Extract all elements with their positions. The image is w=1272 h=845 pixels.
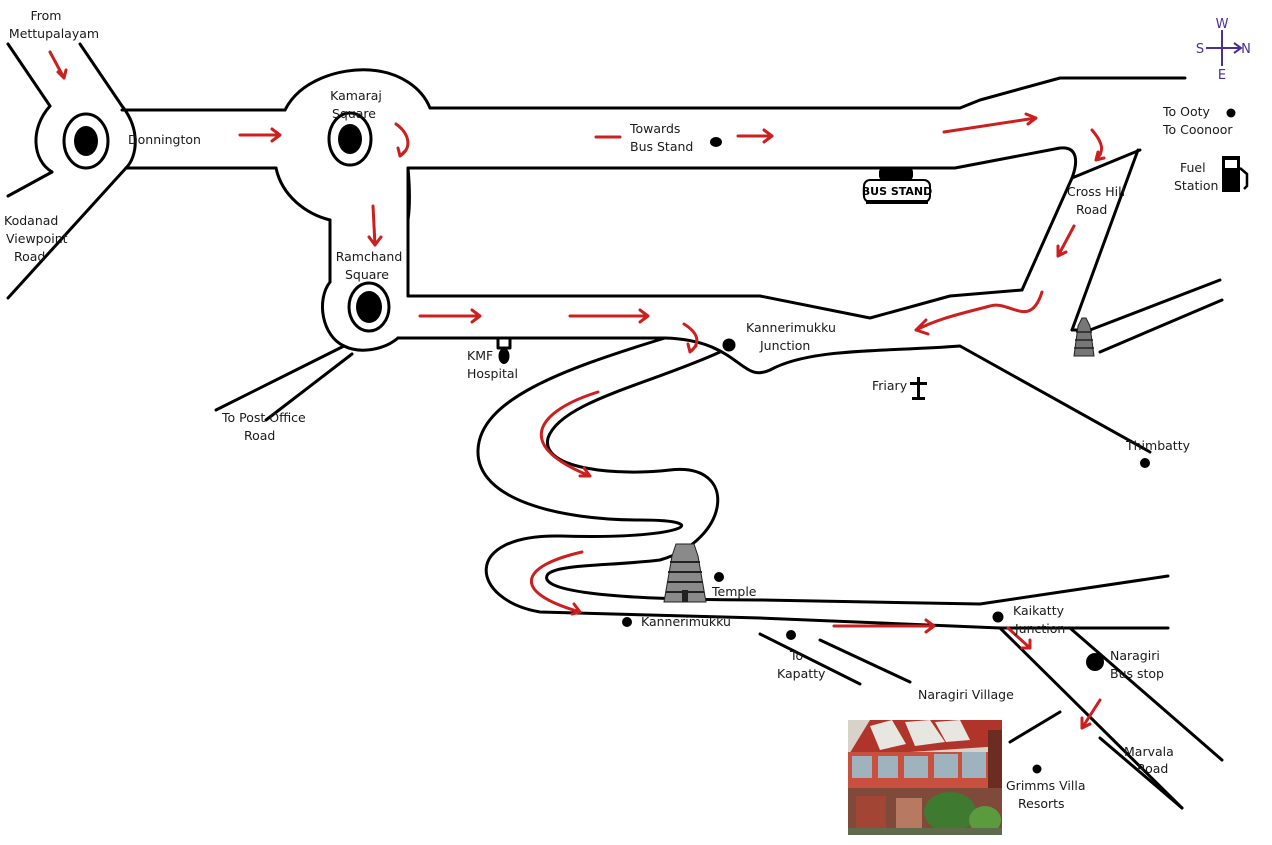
label-temple: Temple xyxy=(711,584,757,599)
label-to-ooty: To Ooty xyxy=(1162,104,1211,119)
label-kodanad-1: Kodanad xyxy=(4,213,58,228)
label-kmf-1: KMF xyxy=(467,348,493,363)
label-kannerimukku-junction-1: Kannerimukku xyxy=(746,320,836,335)
label-naragiri-village: Naragiri Village xyxy=(918,687,1014,702)
route-arrows xyxy=(48,50,1106,730)
label-marvala-2: Road xyxy=(1137,761,1168,776)
compass-s: S xyxy=(1196,42,1204,57)
compass-e: E xyxy=(1218,68,1226,83)
label-from-mettupalayam-1: From xyxy=(31,8,62,23)
compass-w: W xyxy=(1216,17,1229,32)
label-from-mettupalayam-2: Mettupalayam xyxy=(9,26,99,41)
label-marvala-1: Marvala xyxy=(1124,744,1174,759)
temple-gopuram-icon xyxy=(663,543,707,603)
roundabout-kamaraj xyxy=(327,111,373,167)
bus-stand-label: BUS STAND xyxy=(862,185,933,198)
label-kamaraj-1: Kamaraj xyxy=(330,88,382,103)
label-to-kapatty-1: To xyxy=(789,648,803,663)
label-cross-hill-1: Cross Hill xyxy=(1067,184,1125,199)
label-kodanad-2: Viewpoint xyxy=(6,231,68,246)
label-cross-hill-2: Road xyxy=(1076,202,1107,217)
fuel-pump-icon xyxy=(1222,156,1249,192)
label-ramchand-1: Ramchand xyxy=(336,249,403,264)
label-kaikatty-2: Junction xyxy=(1014,621,1065,636)
compass-n: N xyxy=(1241,42,1251,57)
label-towards-bus-2: Bus Stand xyxy=(630,139,693,154)
label-naragiri-bus-2: Bus stop xyxy=(1110,666,1164,681)
compass-rose: W S N E xyxy=(1196,17,1251,83)
label-ramchand-2: Square xyxy=(345,267,389,282)
location-markers xyxy=(498,108,1236,774)
label-naragiri-bus-1: Naragiri xyxy=(1110,648,1160,663)
label-to-post-office-1: To Post Office xyxy=(221,410,306,425)
roundabout-ramchand xyxy=(347,281,391,333)
label-kannerimukku-junction-2: Junction xyxy=(759,338,810,353)
bus-stand-icon: BUS STAND xyxy=(862,168,933,204)
label-kodanad-3: Road xyxy=(14,249,45,264)
temple-gopuram-icon-small xyxy=(1073,317,1095,357)
label-friary: Friary xyxy=(872,378,908,393)
label-to-coonoor: To Coonoor xyxy=(1162,122,1233,137)
label-kamaraj-2: Square xyxy=(332,106,376,121)
roundabout-donnington xyxy=(62,112,110,170)
label-fuel-2: Station xyxy=(1174,178,1218,193)
label-to-post-office-2: Road xyxy=(244,428,275,443)
label-grimms-1: Grimms Villa xyxy=(1006,778,1086,793)
label-donnington: Donnington xyxy=(128,132,201,147)
road-network xyxy=(6,42,1224,810)
label-kannerimukku: Kannerimukku xyxy=(641,614,731,629)
label-towards-bus-1: Towards xyxy=(629,121,680,136)
label-kmf-2: Hospital xyxy=(467,366,518,381)
cross-icon xyxy=(910,377,927,400)
resort-photo xyxy=(848,720,1002,835)
label-fuel-1: Fuel xyxy=(1180,160,1206,175)
label-kaikatty-1: Kaikatty xyxy=(1013,603,1065,618)
label-thimbatty: Thimbatty xyxy=(1125,438,1191,453)
map-labels: From Mettupalayam Donnington Kamaraj Squ… xyxy=(4,8,1233,811)
label-grimms-2: Resorts xyxy=(1018,796,1065,811)
label-to-kapatty-2: Kapatty xyxy=(777,666,826,681)
